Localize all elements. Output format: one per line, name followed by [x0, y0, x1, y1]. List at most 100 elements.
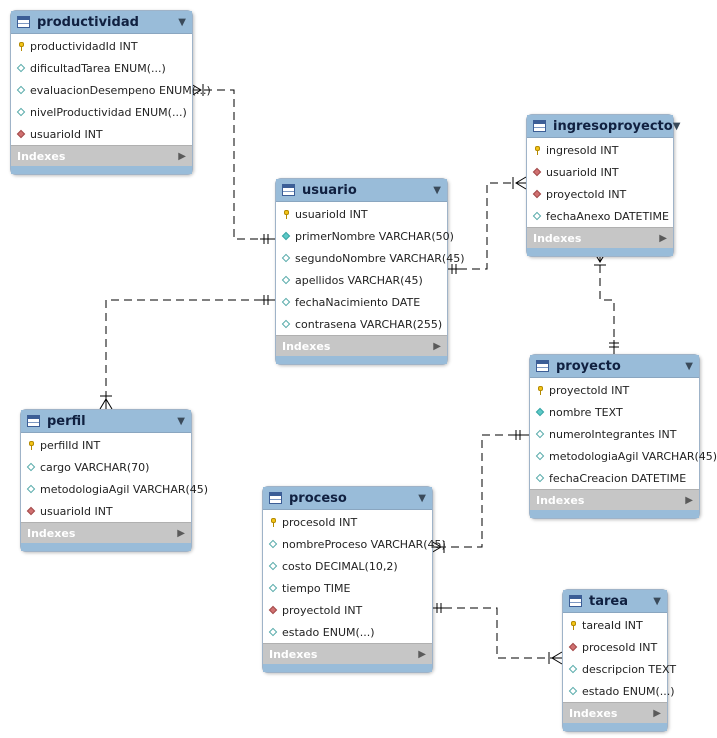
table-icon — [533, 120, 546, 132]
expand-arrow-icon[interactable]: ▶ — [418, 648, 426, 660]
indexes-section[interactable]: Indexes ▶ — [11, 145, 192, 166]
expand-arrow-icon[interactable]: ▶ — [177, 527, 185, 539]
column-row[interactable]: usuarioId INT — [527, 161, 673, 183]
column-row[interactable]: contrasena VARCHAR(255) — [276, 313, 447, 335]
column-label: numeroIntegrantes INT — [549, 427, 677, 441]
column-row[interactable]: fechaNacimiento DATE — [276, 291, 447, 313]
column-row[interactable]: procesoId INT — [563, 636, 667, 658]
table-proceso[interactable]: proceso ▼ procesoId INT nombreProceso VAR… — [262, 486, 446, 673]
one-mark-proceso-tarea — [431, 603, 446, 613]
key-glyph — [537, 385, 543, 395]
column-icon — [26, 484, 36, 494]
column-row[interactable]: segundoNombre VARCHAR(45) — [276, 247, 464, 269]
collapse-arrow-icon[interactable]: ▼ — [177, 415, 185, 427]
indexes-section[interactable]: Indexes ▶ — [563, 702, 667, 723]
table-productividad[interactable]: productividad ▼ productividadId INT dific… — [10, 10, 211, 175]
column-label: dificultadTarea ENUM(...) — [30, 61, 166, 75]
diamond-glyph — [532, 211, 542, 221]
foreign-key-icon — [568, 642, 578, 652]
diamond-glyph — [268, 605, 278, 615]
column-row[interactable]: apellidos VARCHAR(45) — [276, 269, 447, 291]
column-label: metodologiaAgil VARCHAR(45) — [40, 482, 209, 496]
table-header[interactable]: proceso ▼ — [263, 487, 432, 510]
expand-arrow-icon[interactable]: ▶ — [653, 707, 661, 719]
column-row[interactable]: primerNombre VARCHAR(50) — [276, 225, 454, 247]
column-row[interactable]: fechaCreacion DATETIME — [530, 467, 699, 489]
collapse-arrow-icon[interactable]: ▼ — [685, 360, 693, 372]
table-name: tarea — [589, 593, 628, 609]
not-null-column-icon — [535, 407, 545, 417]
primary-key-icon — [16, 41, 26, 51]
column-row[interactable]: fechaAnexo DATETIME — [527, 205, 673, 227]
indexes-section[interactable]: Indexes ▶ — [276, 335, 447, 356]
column-row[interactable]: estado ENUM(...) — [263, 621, 432, 643]
column-row[interactable]: proyectoId INT — [263, 599, 432, 621]
column-row[interactable]: descripcion TEXT — [563, 658, 676, 680]
column-row[interactable]: perfilId INT — [21, 434, 191, 456]
column-row[interactable]: costo DECIMAL(10,2) — [263, 555, 432, 577]
collapse-arrow-icon[interactable]: ▼ — [178, 16, 186, 28]
table-footer — [11, 166, 192, 174]
table-header[interactable]: proyecto ▼ — [530, 355, 699, 378]
table-header[interactable]: perfil ▼ — [21, 410, 191, 433]
column-row[interactable]: proyectoId INT — [530, 379, 699, 401]
column-row[interactable]: cargo VARCHAR(70) — [21, 456, 191, 478]
indexes-section[interactable]: Indexes ▶ — [263, 643, 432, 664]
diamond-glyph — [268, 561, 278, 571]
key-glyph — [534, 145, 540, 155]
expand-arrow-icon[interactable]: ▶ — [685, 494, 693, 506]
collapse-arrow-icon[interactable]: ▼ — [672, 120, 681, 132]
column-row[interactable]: nombreProceso VARCHAR(45) — [263, 533, 446, 555]
table-name: proyecto — [556, 358, 621, 374]
column-row[interactable]: evaluacionDesempeno ENUM(...) — [11, 79, 211, 101]
indexes-section[interactable]: Indexes ▶ — [21, 522, 191, 543]
column-row[interactable]: estado ENUM(...) — [563, 680, 675, 702]
column-row[interactable]: dificultadTarea ENUM(...) — [11, 57, 192, 79]
column-row[interactable]: tareaId INT — [563, 614, 667, 636]
collapse-arrow-icon[interactable]: ▼ — [433, 184, 441, 196]
column-icon — [535, 451, 545, 461]
column-row[interactable]: productividadId INT — [11, 35, 192, 57]
column-row[interactable]: usuarioId INT — [21, 500, 191, 522]
expand-arrow-icon[interactable]: ▶ — [433, 340, 441, 352]
collapse-arrow-icon[interactable]: ▼ — [653, 595, 661, 607]
indexes-label: Indexes — [536, 493, 585, 507]
expand-arrow-icon[interactable]: ▶ — [178, 150, 186, 162]
column-row[interactable]: procesoId INT — [263, 511, 432, 533]
column-list: productividadId INT dificultadTarea ENUM(… — [11, 34, 211, 145]
table-header[interactable]: productividad ▼ — [11, 11, 192, 34]
table-header[interactable]: ingresoproyecto ▼ — [527, 115, 680, 138]
column-row[interactable]: usuarioId INT — [276, 203, 447, 225]
column-row[interactable]: nivelProductividad ENUM(...) — [11, 101, 192, 123]
table-icon — [536, 360, 549, 372]
column-label: tareaId INT — [582, 618, 643, 632]
collapse-arrow-icon[interactable]: ▼ — [418, 492, 426, 504]
column-row[interactable]: metodologiaAgil VARCHAR(45) — [21, 478, 208, 500]
column-label: fechaNacimiento DATE — [295, 295, 421, 309]
column-row[interactable]: proyectoId INT — [527, 183, 673, 205]
column-row[interactable]: usuarioId INT — [11, 123, 192, 145]
column-label: segundoNombre VARCHAR(45) — [295, 251, 465, 265]
indexes-section[interactable]: Indexes ▶ — [530, 489, 699, 510]
column-row[interactable]: tiempo TIME — [263, 577, 432, 599]
indexes-section[interactable]: Indexes ▶ — [527, 227, 673, 248]
column-row[interactable]: numeroIntegrantes INT — [530, 423, 699, 445]
table-footer — [563, 723, 667, 731]
column-row[interactable]: nombre TEXT — [530, 401, 699, 423]
column-icon — [568, 664, 578, 674]
primary-key-icon — [532, 145, 542, 155]
column-row[interactable]: ingresoId INT — [527, 139, 673, 161]
expand-arrow-icon[interactable]: ▶ — [659, 232, 667, 244]
table-header[interactable]: tarea ▼ — [563, 590, 667, 613]
column-row[interactable]: metodologiaAgil VARCHAR(45) — [530, 445, 717, 467]
column-label: estado ENUM(...) — [582, 684, 675, 698]
column-label: nombreProceso VARCHAR(45) — [282, 537, 446, 551]
table-header[interactable]: usuario ▼ — [276, 179, 447, 202]
